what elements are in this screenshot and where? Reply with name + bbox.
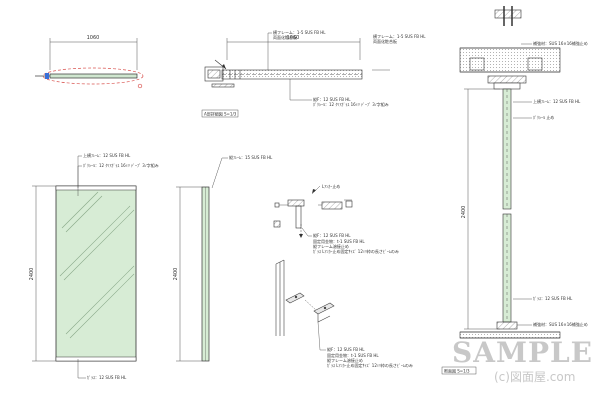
bracket-callout-2: 固定用金物：t-1 SUS FB HL — [313, 238, 365, 244]
top-plan-detail-marker — [42, 67, 144, 85]
bracket-callout-4: ｶﾞﾗｽ Lｱﾝｶｰ止め固定ｻｲｽﾞ 12ﾐﾘ枠の長さﾋﾞｰﾑのみ — [313, 248, 399, 254]
partial-plan-dimension-text: 1060 — [287, 35, 300, 41]
bracket-arrow-icon — [312, 189, 316, 194]
bracket-detail: Lｱﾝｶｰ止め — [273, 183, 353, 238]
partial-plan-rail-callout: 横フレーム：1-5 SUS FB HL — [273, 29, 326, 35]
perspective-detail — [275, 259, 335, 351]
partial-plan-right-callout-2: 両面化粧合板 — [373, 38, 397, 44]
side-view: 2400 縦ﾌﾚｰﾑ：15 SUS FB HL — [173, 154, 273, 362]
perspective-callout-4: ｶﾞﾗｽ Lｱﾝｶｰ止め固定ｻｲｽﾞ 12ﾐﾘ枠の長さﾋﾞｰﾑのみ — [327, 362, 413, 368]
side-view-height-text: 2400 — [173, 268, 179, 281]
perspective-callout-2: 固定用金物：t-1 SUS FB HL — [327, 352, 379, 358]
perspective-callout-3: 縦フレーム溶接止め — [327, 357, 363, 363]
bracket-callouts: 縦F：12 SUS FB HL 固定用金物：t-1 SUS FB HL 縦フレー… — [313, 232, 399, 254]
section-height-text: 2400 — [461, 206, 467, 219]
front-elevation: 2400 上横ﾌﾚｰﾑ：12 SUS FB HL ﾎﾞｸｼｰﾙ：12 ｸﾘｱｶﾞ… — [29, 152, 159, 380]
glass-diagonal-marks — [59, 191, 135, 339]
section-caption: 断面図 S=1/3 — [444, 368, 470, 374]
section-ceiling-slab — [459, 47, 561, 73]
perspective-callouts: 縦F：12 SUS FB HL 固定用金物：t-1 SUS FB HL 縦フレー… — [327, 346, 413, 368]
section-ceiling-fixture-left — [469, 57, 485, 71]
top-plan-panel — [49, 73, 138, 79]
bracket-down-arrow-icon — [299, 234, 303, 238]
elevation-bottom-callout: ｶﾞﾗｽ：12 SUS FB HL — [87, 375, 127, 380]
top-plan-red-node — [137, 83, 143, 89]
bracket-callout-1: 縦F：12 SUS FB HL — [313, 232, 351, 238]
watermark-subtitle: (c)図面屋.com — [494, 370, 576, 384]
side-view-callout: 縦ﾌﾚｰﾑ：15 SUS FB HL — [229, 154, 273, 160]
partial-plan-callouts: 横フレーム：1-5 SUS FB HL 両面化粧合板 横フレーム：1-5 SUS… — [201, 29, 426, 118]
partial-plan-left-end — [204, 66, 224, 82]
section-top-callout: 補強材：SUS 16×16補強止め — [533, 40, 588, 46]
section-lower-callout: ｶﾞﾗｽ：12 SUS FB HL — [533, 296, 573, 301]
section-mid-callout: ﾎﾞｸｼｰﾙ 止め — [533, 114, 554, 120]
sample-watermark: SAMPLE (c)図面屋.com — [452, 336, 600, 398]
elevation-glass-callout: ﾎﾞｸｼｰﾙ：12 ｸﾘｱｶﾞﾗｽ 16ﾐﾘ ﾃﾞｰﾌﾟ 3ﾉ字組み — [83, 162, 159, 168]
bracket-section-left — [287, 199, 305, 207]
elevation-top-callout: 上横ﾌﾚｰﾑ：12 SUS FB HL — [83, 152, 131, 158]
partial-plan-right-callout-1: 横フレーム：1-5 SUS FB HL — [373, 33, 426, 39]
top-plan-dimension-text: 1060 — [87, 35, 100, 41]
section-callouts: 2400 補強材：SUS 16×16補強止め 上横ﾌﾚｰﾑ：12 SUS FB … — [441, 40, 588, 375]
section-ceiling-fixture-right — [527, 57, 543, 71]
partial-plan-bottom-callout-1: 縦F：12 SUS FB HL — [313, 96, 351, 102]
perspective-bracket-upper — [285, 292, 305, 304]
partial-plan-plywood-callout: 両面化粧合板 — [273, 34, 297, 40]
top-plan-view: 1060 — [35, 35, 144, 89]
top-plan-blue-marker — [45, 73, 49, 79]
section-upper-callout: 上横ﾌﾚｰﾑ：12 SUS FB HL — [533, 98, 581, 104]
glass-panel — [55, 185, 137, 362]
bracket-anchor-label: Lｱﾝｶｰ止め — [322, 183, 340, 189]
elevation-height-text: 2400 — [29, 268, 35, 281]
partial-plan-caption: A部詳細図 S=1/3 — [204, 111, 237, 117]
section-caption-box — [441, 366, 477, 375]
partial-plan-bottom-callout-2: ﾎﾞｸｼｰﾙ：12 ｸﾘｱｶﾞﾗｽ 16ﾐﾘ ﾃﾞｰﾌﾟ 3ﾉ字組み — [313, 101, 389, 107]
perspective-callout-1: 縦F：12 SUS FB HL — [327, 346, 365, 352]
section-top-anchor — [494, 9, 522, 19]
section-base-callout: 補強材：SUS 16×16補強止め — [533, 321, 588, 327]
partial-plan-caption-box — [201, 109, 239, 118]
section-view — [459, 6, 561, 339]
bracket-section-right — [321, 201, 343, 210]
partial-plan-arrow-icon — [222, 64, 226, 69]
bracket-callout-3: 縦フレーム溶接止め — [313, 243, 349, 249]
watermark-title: SAMPLE — [452, 336, 594, 369]
partial-plan-detail: 1060 — [204, 35, 363, 88]
